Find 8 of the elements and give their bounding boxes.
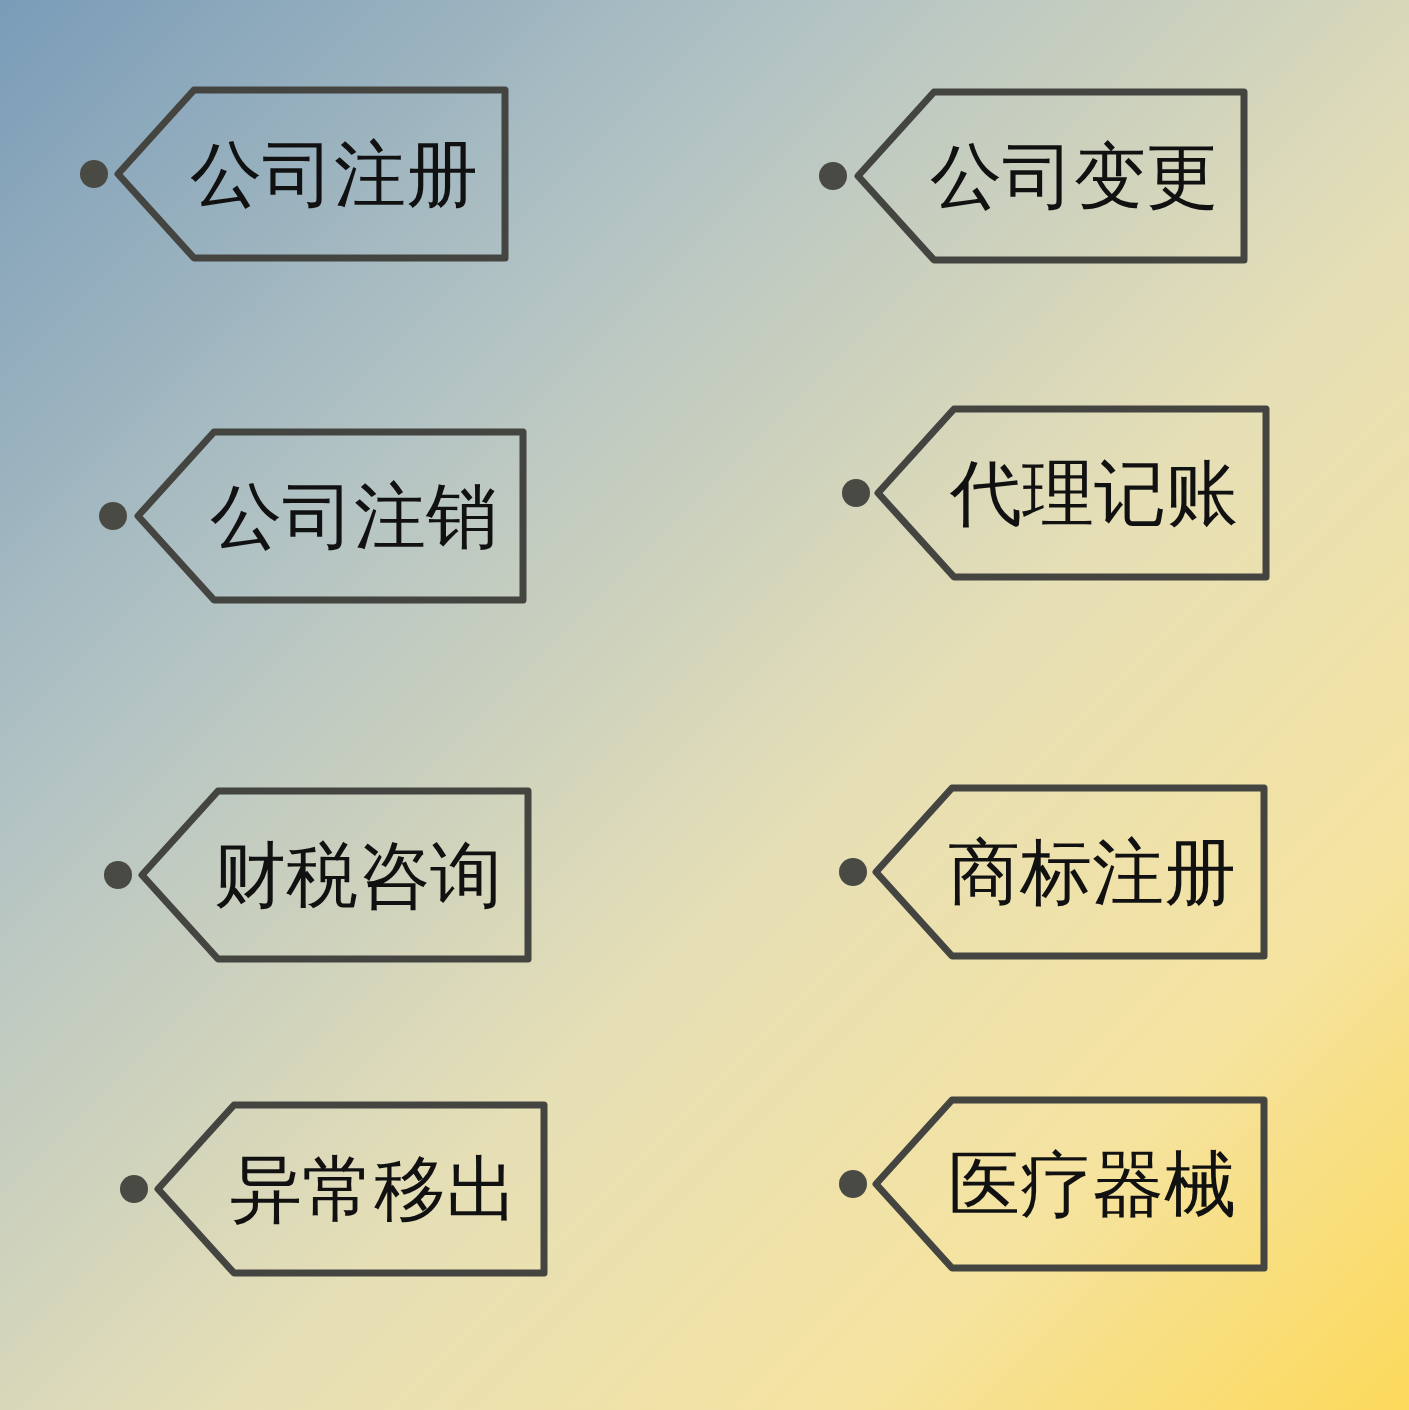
- tag-label: 财税咨询: [214, 839, 502, 911]
- tag-label: 异常移出: [230, 1153, 518, 1225]
- tag-label: 公司注册: [190, 138, 478, 210]
- tag-label: 商标注册: [948, 836, 1236, 908]
- tag-label: 医疗器械: [948, 1148, 1236, 1220]
- tag-label: 代理记账: [950, 457, 1238, 529]
- tag-label: 公司变更: [930, 140, 1218, 212]
- tag-label: 公司注销: [210, 480, 498, 552]
